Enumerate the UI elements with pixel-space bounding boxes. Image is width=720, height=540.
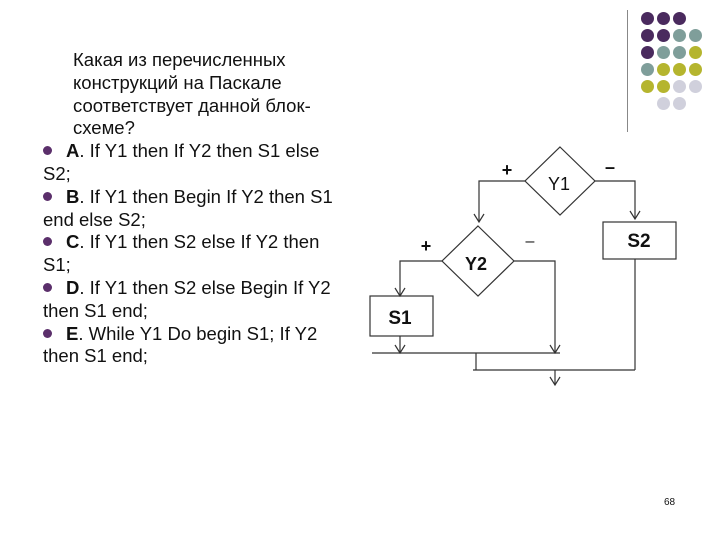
label-s2: S2	[627, 231, 650, 252]
option-c: C. If Y1 then S2 else If Y2 then S1;	[43, 231, 320, 276]
option-a: A. If Y1 then If Y2 then S1 else S2;	[43, 140, 320, 184]
bullet-icon	[43, 146, 52, 156]
decor-dot	[673, 63, 686, 76]
question-intro: Какая из перечисленных конструкций на Па…	[73, 49, 311, 139]
question-text: Какая из перечисленных конструкций на Па…	[43, 49, 343, 368]
label-y1-plus: +	[502, 160, 513, 180]
option-d: D. If Y1 then S2 else Begin If Y2 then S…	[43, 276, 331, 321]
process-s1	[369, 295, 434, 337]
decor-dot	[657, 80, 670, 93]
page-number: 68	[664, 497, 676, 508]
bullet-icon	[43, 237, 52, 247]
process-s2	[602, 221, 677, 260]
decor-dot	[689, 63, 702, 76]
decor-dot	[641, 63, 654, 76]
label-y2: Y2	[465, 254, 487, 274]
decor-dot	[641, 29, 654, 42]
label-y2-plus: +	[421, 236, 432, 256]
option-b: B. If Y1 then Begin If Y2 then S1 end el…	[43, 185, 333, 230]
decor-dot	[657, 63, 670, 76]
decor-dot	[641, 46, 654, 59]
arrow-head	[549, 376, 561, 387]
decor-dot	[657, 12, 670, 25]
decor-dot	[673, 29, 686, 42]
arrow-head	[629, 210, 641, 221]
bullet-icon	[43, 191, 52, 201]
label-y1-minus: –	[605, 157, 615, 177]
bullet-icon	[43, 282, 52, 292]
decor-dot	[689, 80, 702, 93]
edge-y2-plus	[399, 260, 442, 296]
label-y2-minus: –	[526, 233, 535, 250]
decor-dot	[689, 46, 702, 59]
edge-y1-minus	[595, 180, 636, 219]
decor-dot	[657, 97, 670, 110]
decor-dot	[673, 97, 686, 110]
bullet-icon	[43, 328, 52, 338]
decision-y2	[441, 225, 515, 297]
decor-dot	[673, 46, 686, 59]
decor-dot	[689, 29, 702, 42]
edge-y1-plus	[478, 180, 525, 222]
decor-dot	[657, 46, 670, 59]
arrow-head	[394, 287, 406, 298]
decision-y1	[524, 146, 596, 216]
decor-dot	[657, 29, 670, 42]
decor-dot	[641, 12, 654, 25]
option-e: E. While Y1 Do begin S1; If Y2 then S1 e…	[43, 322, 318, 367]
label-s1: S1	[388, 308, 412, 329]
decor-dot	[673, 80, 686, 93]
label-y1: Y1	[548, 174, 570, 194]
decor-dot	[641, 80, 654, 93]
decor-vertical-line	[627, 10, 628, 132]
decor-dot	[673, 12, 686, 25]
edge-y2-minus	[514, 260, 556, 353]
arrow-head	[473, 213, 485, 224]
